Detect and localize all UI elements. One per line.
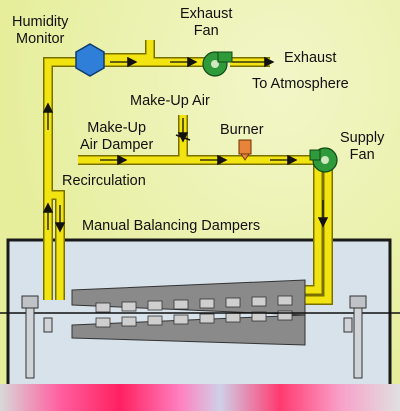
humidity-monitor-icon <box>75 43 105 77</box>
label-exhaust-fan: Exhaust Fan <box>180 6 233 39</box>
bottom-color-band <box>0 384 400 411</box>
damper-nozzle <box>173 314 189 325</box>
burner-icon <box>238 139 252 161</box>
damper-nozzle <box>95 317 111 328</box>
damper-nozzle <box>199 298 215 309</box>
damper-nozzle <box>251 311 267 322</box>
label-makeup-air: Make-Up Air <box>130 93 210 109</box>
label-burner: Burner <box>220 122 264 138</box>
damper-nozzle <box>173 299 189 310</box>
label-to-atmosphere: To Atmosphere <box>252 76 349 92</box>
flow-arrows <box>42 56 329 233</box>
exhaust-fan-icon <box>202 51 233 77</box>
left-roller-stand <box>21 295 53 379</box>
damper-nozzle <box>277 310 293 321</box>
damper-nozzle <box>95 302 111 313</box>
label-supply-fan: Supply Fan <box>340 130 385 163</box>
balancing-dampers <box>95 295 293 328</box>
right-roller-stand <box>343 295 367 379</box>
damper-nozzle <box>251 296 267 307</box>
makeup-air-damper-icon <box>175 134 191 141</box>
label-humidity-monitor: Humidity Monitor <box>12 14 69 47</box>
label-exhaust: Exhaust <box>284 50 337 66</box>
damper-nozzle <box>147 300 163 311</box>
label-makeup-air-damper: Make-Up Air Damper <box>80 120 154 153</box>
label-recirculation: Recirculation <box>62 173 146 189</box>
damper-nozzle <box>121 316 137 327</box>
damper-nozzle <box>147 315 163 326</box>
damper-nozzle <box>225 297 241 308</box>
damper-nozzle <box>277 295 293 306</box>
label-manual-balancing-dampers: Manual Balancing Dampers <box>82 218 261 234</box>
damper-nozzle <box>121 301 137 312</box>
damper-nozzle <box>225 312 241 323</box>
damper-nozzle <box>199 313 215 324</box>
supply-fan-icon <box>309 147 338 173</box>
